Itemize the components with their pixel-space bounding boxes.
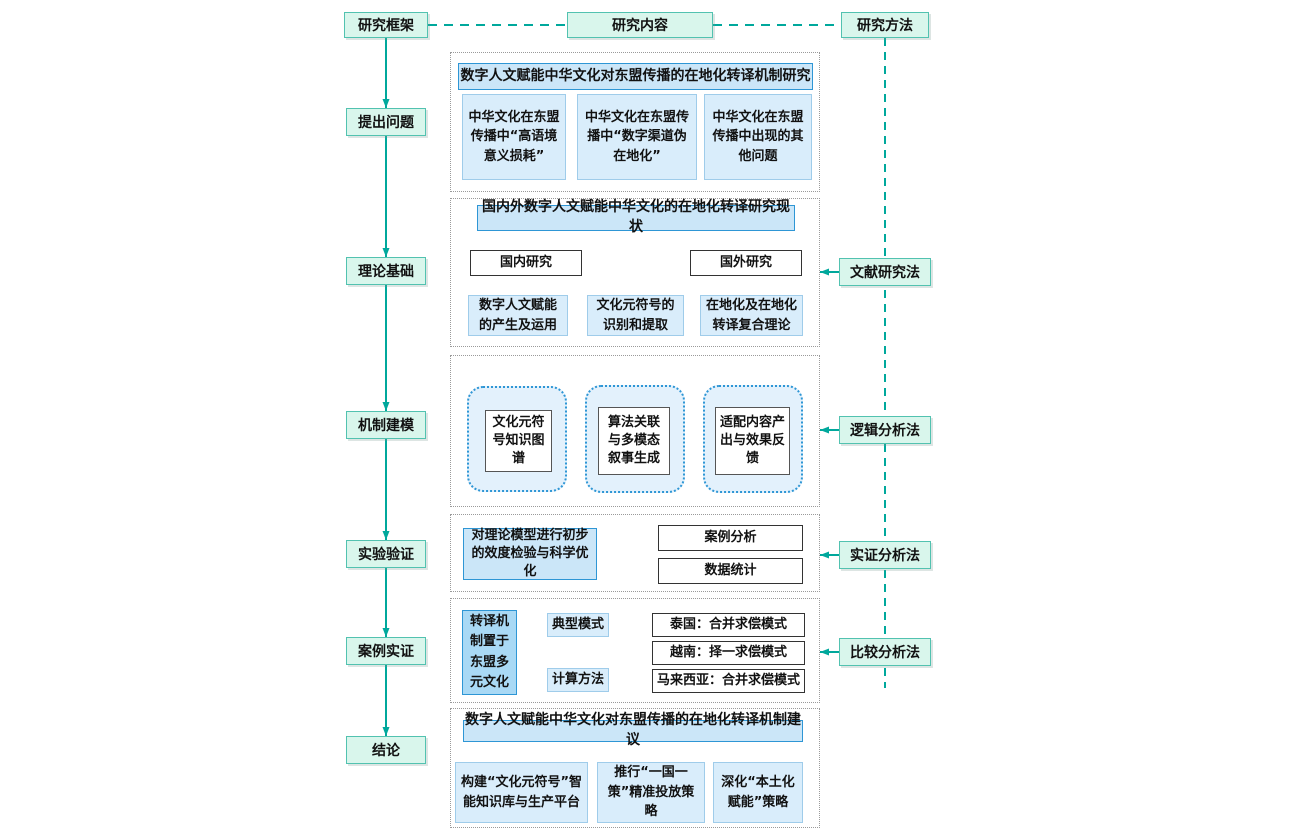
- stage-box-experiment-validation: 实验验证: [346, 540, 426, 568]
- s3-step-box-1: 文化元符号知识图谱: [485, 410, 552, 472]
- stage-box-case-study: 案例实证: [346, 637, 426, 665]
- header-box-method: 研究方法: [841, 12, 929, 38]
- s6-suggestion-box-3: 深化“本土化赋能”策略: [713, 762, 803, 823]
- s6-suggestion-box-2: 推行“一国一策”精准投放策略: [597, 762, 705, 823]
- s2-title-box: 国内外数字人文赋能中华文化的在地化转译研究现状: [477, 199, 795, 235]
- s4-case-analysis-box: 案例分析: [658, 525, 803, 551]
- s1-problem-box-1: 中华文化在东盟传播中“高语境意义损耗”: [462, 94, 566, 180]
- s5-case-vietnam-box: 越南：择一求偿模式: [652, 641, 805, 665]
- s4-title-box: 对理论模型进行初步的效度检验与科学优化: [463, 528, 597, 580]
- header-box-framework: 研究框架: [344, 12, 428, 38]
- s1-problem-box-3: 中华文化在东盟传播中出现的其他问题: [704, 94, 812, 180]
- s5-case-thailand-box: 泰国：合并求偿模式: [652, 613, 805, 637]
- s2-theory-box-1: 数字人文赋能的产生及运用: [468, 295, 568, 336]
- s1-title-box: 数字人文赋能中华文化对东盟传播的在地化转译机制研究: [458, 63, 813, 90]
- s2-domestic-box: 国内研究: [470, 250, 582, 276]
- method-box-comparative: 比较分析法: [839, 638, 931, 666]
- s2-theory-box-3: 在地化及在地化转译复合理论: [700, 295, 803, 336]
- method-box-literature: 文献研究法: [839, 258, 931, 286]
- stage-box-raise-question: 提出问题: [346, 108, 426, 136]
- method-box-logic: 逻辑分析法: [839, 416, 931, 444]
- s2-theory-box-2: 文化元符号的识别和提取: [587, 295, 684, 336]
- method-box-empirical: 实证分析法: [839, 541, 931, 569]
- s5-main-box: 转译机制置于东盟多元文化: [462, 610, 517, 695]
- s3-step-box-2: 算法关联与多模态叙事生成: [598, 407, 670, 475]
- s6-suggestion-box-1: 构建“文化元符号”智能知识库与生产平台: [455, 762, 588, 823]
- s5-branch-typical-box: 典型模式: [547, 613, 609, 637]
- stage-box-theory-basis: 理论基础: [346, 257, 426, 285]
- s4-data-statistics-box: 数据统计: [658, 558, 803, 584]
- s3-step-box-3: 适配内容产出与效果反馈: [715, 407, 790, 475]
- s6-title-box: 数字人文赋能中华文化对东盟传播的在地化转译机制建议: [463, 712, 803, 748]
- stage-box-mechanism-modeling: 机制建模: [346, 411, 426, 439]
- header-box-content: 研究内容: [567, 12, 713, 38]
- s1-problem-box-2: 中华文化在东盟传播中“数字渠道伪在地化”: [577, 94, 697, 180]
- stage-box-conclusion: 结论: [346, 736, 426, 764]
- s2-foreign-box: 国外研究: [690, 250, 802, 276]
- s5-case-malaysia-box: 马来西亚：合并求偿模式: [652, 669, 805, 693]
- s5-branch-computation-box: 计算方法: [547, 668, 609, 692]
